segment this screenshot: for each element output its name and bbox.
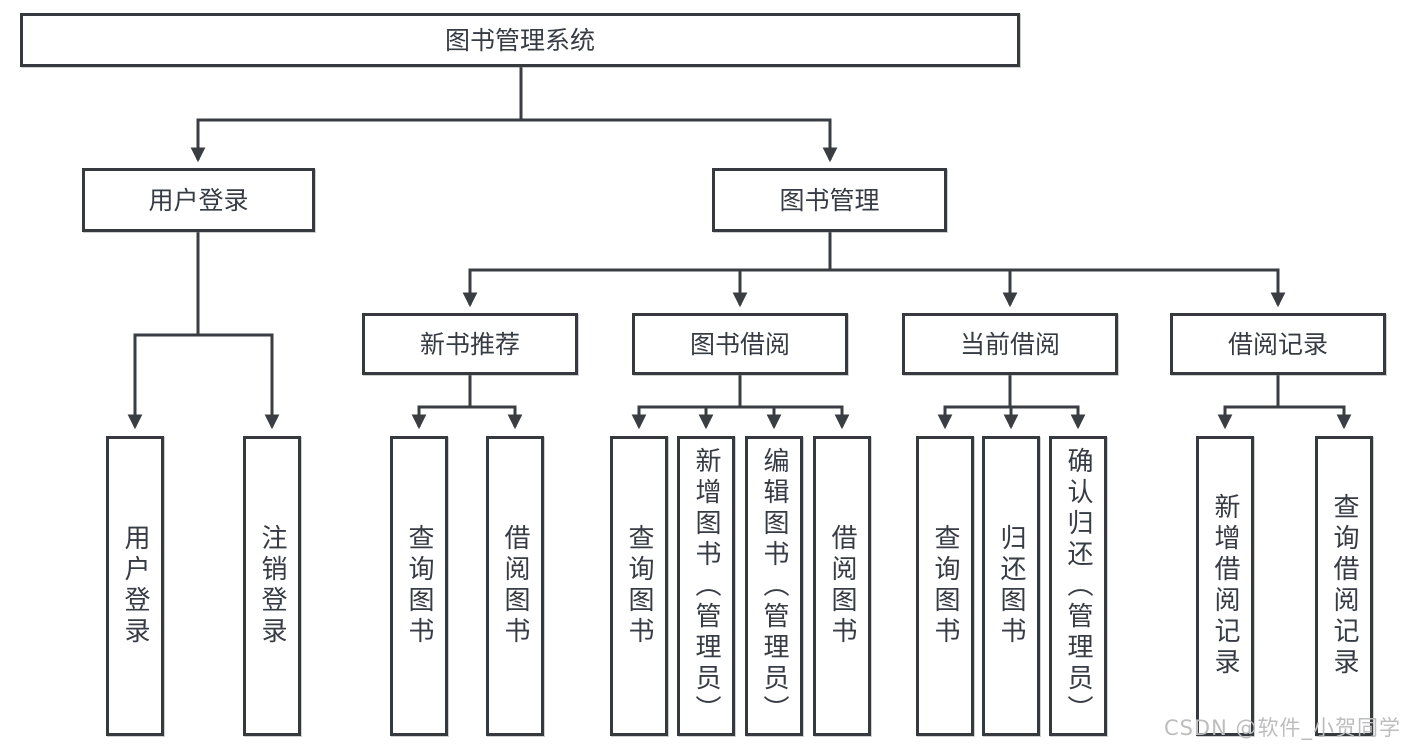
leaf-edit-books-admin: 编辑图书（管理员） — [745, 436, 803, 736]
leaf-query-books-recommend: 查询图书 — [390, 436, 448, 736]
node-borrowing-records: 借阅记录 — [1170, 313, 1386, 375]
leaf-add-borrow-record: 新增借阅记录 — [1196, 436, 1254, 736]
leaf-add-books-admin: 新增图书（管理员） — [677, 436, 735, 736]
node-user-login: 用户登录 — [82, 168, 315, 232]
leaf-user-login: 用户登录 — [106, 436, 164, 736]
leaf-query-books-current: 查询图书 — [916, 436, 974, 736]
leaf-borrow-books-recommend: 借阅图书 — [486, 436, 544, 736]
leaf-return-books: 归还图书 — [982, 436, 1040, 736]
leaf-borrow-books: 借阅图书 — [813, 436, 871, 736]
leaf-logout: 注销登录 — [243, 436, 301, 736]
node-current-borrowing: 当前借阅 — [902, 313, 1118, 375]
node-library-management-system: 图书管理系统 — [20, 13, 1020, 67]
csdn-watermark: CSDN @软件_小贺同学 — [1163, 716, 1401, 740]
leaf-query-books-borrowing: 查询图书 — [610, 436, 668, 736]
node-book-management: 图书管理 — [712, 168, 947, 232]
node-book-borrowing: 图书借阅 — [632, 313, 848, 375]
leaf-query-borrow-record: 查询借阅记录 — [1315, 436, 1373, 736]
node-new-book-recommend: 新书推荐 — [362, 313, 578, 375]
leaf-confirm-return-admin: 确认归还（管理员） — [1049, 436, 1107, 736]
